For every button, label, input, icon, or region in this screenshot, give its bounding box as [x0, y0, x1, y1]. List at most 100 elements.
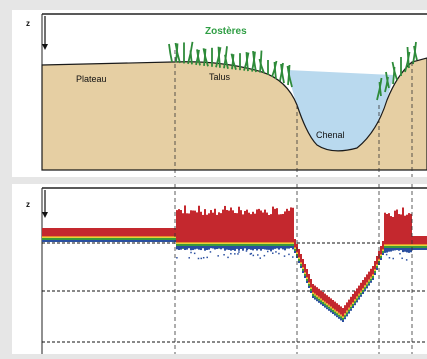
- echo-band: [110, 238, 112, 240]
- echo-band: [294, 249, 296, 251]
- echo-band: [116, 238, 118, 240]
- echo-red: [270, 214, 272, 242]
- echo-red: [230, 207, 232, 242]
- echo-band: [150, 238, 152, 240]
- echo-band: [348, 309, 350, 312]
- echo-red: [374, 261, 376, 269]
- echo-band: [56, 238, 58, 240]
- echo-speck: [259, 257, 262, 259]
- echo-band: [176, 244, 178, 247]
- echo-band: [140, 238, 142, 240]
- echo-red: [42, 228, 44, 236]
- echo-band: [222, 244, 224, 248]
- echo-red: [386, 213, 388, 244]
- echo-red: [96, 228, 98, 236]
- echo-band: [390, 246, 392, 249]
- echo-red: [84, 228, 86, 236]
- echo-band: [86, 238, 88, 240]
- echo-band: [396, 246, 398, 249]
- echo-band: [396, 248, 398, 251]
- echo-red: [86, 228, 88, 236]
- echo-band: [46, 240, 48, 242]
- echo-red: [134, 228, 136, 236]
- seagrass-blade: [202, 48, 209, 67]
- echo-band: [220, 246, 222, 250]
- echo-band: [338, 314, 340, 317]
- echo-red: [256, 209, 258, 242]
- echo-band: [68, 240, 70, 242]
- echo-band: [46, 238, 48, 240]
- echo-band: [92, 238, 94, 240]
- echo-band: [308, 286, 310, 288]
- echo-band: [310, 291, 312, 293]
- echo-red: [202, 214, 204, 242]
- echo-band: [326, 307, 328, 310]
- echo-band: [352, 306, 354, 308]
- echo-band: [204, 246, 206, 251]
- echo-red: [212, 212, 214, 242]
- echo-red: [188, 213, 190, 242]
- echo-red: [50, 228, 52, 236]
- echo-red: [128, 228, 130, 236]
- cross-section-svg: [41, 13, 427, 177]
- echo-red: [162, 228, 164, 236]
- echo-band: [328, 306, 330, 309]
- echo-speck: [202, 256, 205, 259]
- echo-band: [92, 240, 94, 242]
- echo-band: [218, 246, 220, 249]
- echo-red: [334, 301, 336, 310]
- echo-red: [290, 207, 292, 242]
- echo-speck: [275, 251, 277, 253]
- echo-band: [406, 248, 408, 253]
- section-dividers: [174, 50, 413, 177]
- echo-band: [94, 240, 96, 242]
- echo-band: [336, 315, 338, 318]
- echo-band: [356, 297, 358, 300]
- echo-red: [246, 209, 248, 242]
- echo-red: [66, 228, 68, 236]
- echo-band: [314, 297, 316, 300]
- echo-band: [172, 240, 174, 242]
- echo-band: [172, 238, 174, 240]
- echo-red: [250, 214, 252, 242]
- echo-band: [170, 240, 172, 242]
- echo-band: [222, 246, 224, 249]
- echo-band: [302, 271, 304, 273]
- echo-red: [410, 213, 412, 244]
- echo-band: [260, 246, 262, 251]
- echo-band: [364, 289, 366, 292]
- echo-band: [368, 283, 370, 286]
- echo-red: [200, 211, 202, 242]
- echo-speck: [288, 253, 290, 256]
- echo-band: [288, 246, 290, 249]
- echo-band: [398, 246, 400, 249]
- echo-band: [188, 244, 190, 248]
- echo-red: [126, 228, 128, 236]
- echo-red: [350, 296, 352, 305]
- echo-band: [42, 240, 44, 242]
- echo-band: [312, 296, 314, 298]
- echo-red: [388, 213, 390, 244]
- echo-band: [262, 244, 264, 248]
- echo-speck: [217, 255, 219, 257]
- echo-band: [422, 248, 424, 250]
- echo-band: [74, 238, 76, 240]
- echo-band: [62, 240, 64, 242]
- echo-red: [182, 213, 184, 242]
- echo-band: [64, 240, 66, 242]
- echo-red: [58, 228, 60, 236]
- echo-band: [390, 248, 392, 252]
- echo-band: [266, 246, 268, 250]
- echo-band: [94, 238, 96, 240]
- echo-band: [316, 299, 318, 302]
- echo-red: [210, 210, 212, 242]
- echo-red: [64, 228, 66, 236]
- echo-band: [386, 248, 388, 253]
- echo-band: [48, 240, 50, 242]
- echo-speck: [249, 253, 252, 255]
- echo-red: [44, 228, 46, 236]
- echo-red: [154, 228, 156, 236]
- echo-band: [356, 298, 358, 301]
- echo-band: [348, 311, 350, 314]
- echo-red: [418, 236, 420, 244]
